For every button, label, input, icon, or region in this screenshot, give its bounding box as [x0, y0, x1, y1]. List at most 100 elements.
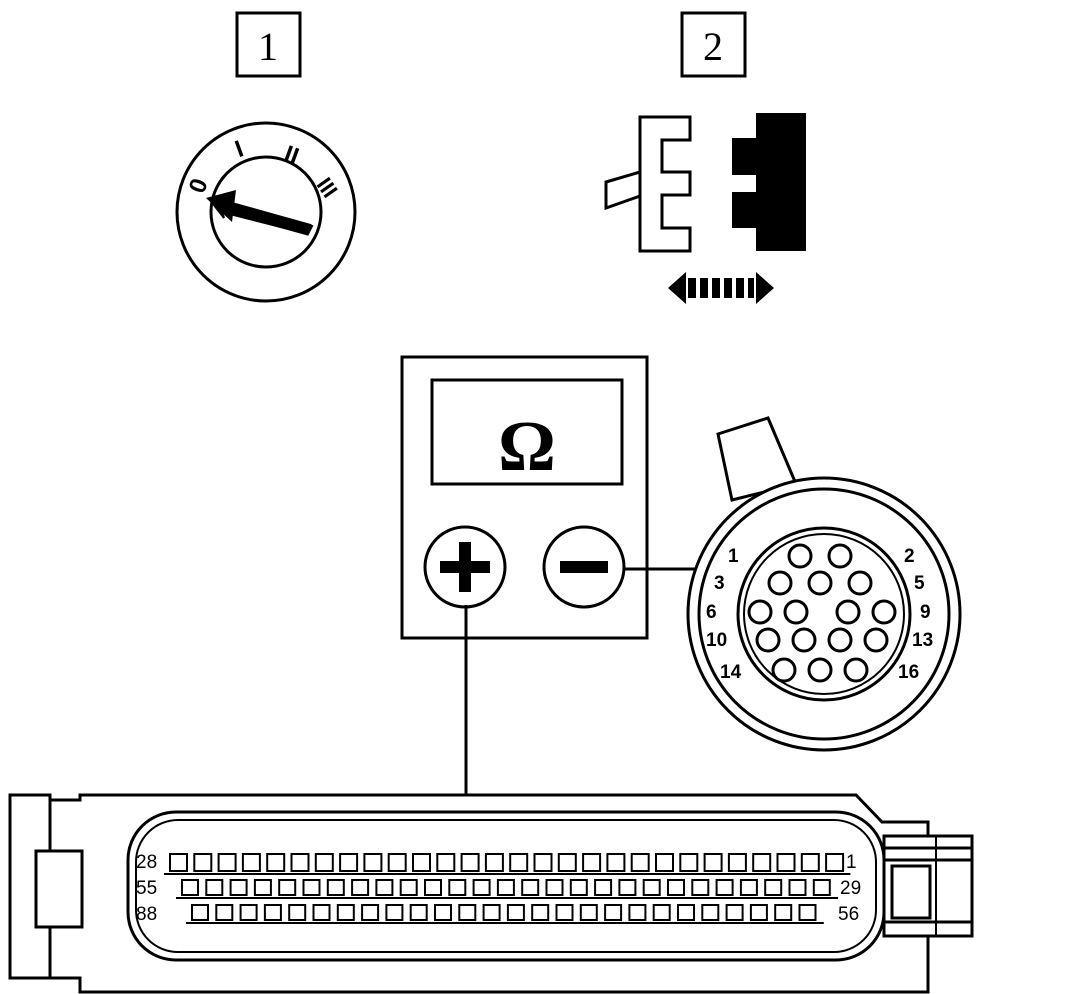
- ecu-pin-cavity: [241, 853, 261, 872]
- ecu-pin-cavity: [205, 879, 224, 896]
- round-pin-label-1: 1: [728, 546, 739, 567]
- round-pin-label-16: 16: [898, 662, 919, 683]
- round-pin-label-5: 5: [914, 573, 925, 594]
- ecu-pin-cavity: [628, 904, 647, 921]
- ecu-label-28: 28: [136, 852, 157, 873]
- ecu-pin-cavity: [436, 853, 456, 872]
- ecu-pin-cavity: [472, 879, 491, 896]
- round-connector-pins: [747, 543, 897, 683]
- ecu-pin-cavity: [191, 904, 209, 921]
- ecu-pin-cavity: [798, 904, 817, 921]
- ecu-pin-cavity: [557, 853, 577, 872]
- round-pin-label-2: 2: [904, 546, 915, 567]
- ecu-pin-cavity: [788, 879, 807, 896]
- ecu-pin-cavity: [288, 904, 307, 921]
- ecu-pin-cavity: [752, 853, 772, 872]
- ecu-pin-cavity: [569, 879, 588, 896]
- ecu-pin-cavity: [545, 879, 564, 896]
- round-pin-label-10: 10: [706, 630, 727, 651]
- round-pin-label-3: 3: [714, 573, 725, 594]
- ecu-pin-cavity: [448, 879, 467, 896]
- ecu-pin-cavity: [361, 904, 380, 921]
- round-connector: 1 3 6 10 14 2 5 9 13 16: [686, 416, 962, 752]
- plus-icon: [440, 542, 490, 592]
- ecu-pin-cavity: [239, 904, 258, 921]
- ecu-pin-cavity: [555, 904, 574, 921]
- ecu-pin-cavity: [579, 904, 598, 921]
- ecu-pin-cavity: [424, 879, 442, 896]
- ecu-pin-cavity: [460, 853, 480, 872]
- step-1-label: 1: [258, 24, 278, 69]
- meter-display: [430, 378, 624, 486]
- ecu-pin-cavity: [521, 879, 540, 896]
- ecu-pin-cavity: [336, 904, 355, 921]
- step-2-box: 2: [680, 11, 747, 78]
- ecu-pin-cavity: [278, 879, 297, 896]
- round-pin-label-9: 9: [920, 602, 931, 623]
- ecu-pin-cavity: [774, 904, 793, 921]
- ecu-pin-cavity: [375, 879, 394, 896]
- ecu-pin-cavity: [506, 904, 525, 921]
- ecu-pin-cavity: [399, 879, 418, 896]
- ecu-pin-cavity: [253, 879, 272, 896]
- ecu-connector: 28 55 88 1 29 56: [8, 793, 974, 994]
- ecu-pin-cavity: [496, 879, 515, 896]
- ohmmeter: Ω: [400, 355, 649, 640]
- ecu-pin-cavity: [776, 853, 796, 872]
- ecu-pin-cavity: [655, 853, 674, 872]
- round-pin-label-14: 14: [720, 662, 742, 683]
- disconnect-connector-icon: [604, 113, 806, 304]
- ecu-label-88: 88: [136, 904, 157, 925]
- step-2-label: 2: [703, 24, 723, 69]
- ecu-pin-cavity: [302, 879, 321, 896]
- ecu-pin-cavity: [385, 904, 404, 921]
- ecu-pin-cavity: [458, 904, 477, 921]
- ecu-pin-cavity: [181, 879, 199, 896]
- ecu-pin-cavity: [739, 879, 758, 896]
- ecu-pin-cavity: [531, 904, 550, 921]
- ecu-pin-cavity: [509, 853, 529, 872]
- ecu-pin-cavity: [263, 904, 282, 921]
- ecu-pin-cavity: [691, 879, 710, 896]
- ecu-pin-cavity: [604, 904, 623, 921]
- ecu-label-29: 29: [840, 878, 861, 899]
- ecu-pin-cavity: [594, 879, 613, 896]
- ecu-pin-cavity: [312, 904, 331, 921]
- ecu-pin-cavity: [266, 853, 286, 872]
- minus-icon: [560, 561, 608, 573]
- ecu-pin-cavity: [169, 853, 188, 872]
- round-pin-label-13: 13: [912, 630, 933, 651]
- ecu-pin-cavity: [217, 853, 237, 872]
- ecu-pin-cavity: [412, 853, 431, 872]
- ecu-pin-cavity: [749, 904, 768, 921]
- ecu-pin-cavity: [351, 879, 370, 896]
- ecu-pin-cavity: [409, 904, 428, 921]
- ecu-pin-cavity: [314, 853, 334, 872]
- ecu-pin-cavity: [618, 879, 637, 896]
- minus-terminal: [542, 525, 626, 609]
- ecu-pin-cavity: [812, 879, 831, 896]
- ohm-symbol: Ω: [498, 406, 556, 486]
- ecu-pin-cavity: [725, 904, 744, 921]
- ecu-pin-cavity: [764, 879, 783, 896]
- ecu-pin-cavity: [229, 879, 248, 896]
- ecu-pin-cavity: [339, 853, 359, 872]
- ecu-pin-cavity: [193, 853, 213, 872]
- ecu-label-56: 56: [838, 904, 859, 925]
- ecu-pin-cavity: [701, 904, 720, 921]
- ecu-label-55: 55: [136, 878, 157, 899]
- ecu-pin-cavity: [652, 904, 671, 921]
- ecu-pin-cavity: [387, 853, 407, 872]
- ecu-pin-cavity: [215, 904, 234, 921]
- ecu-pin-cavity: [703, 853, 723, 872]
- ecu-pin-cavity: [715, 879, 734, 896]
- ignition-switch-icon: 0 I II III: [175, 121, 357, 303]
- ecu-pin-cavity: [326, 879, 345, 896]
- step-1-box: 1: [235, 11, 302, 78]
- ecu-pin-cavity: [290, 853, 310, 872]
- ecu-pin-cavity: [482, 904, 501, 921]
- ecu-pin-cavity: [800, 853, 820, 872]
- ecu-pin-cavity: [642, 879, 661, 896]
- ecu-label-1: 1: [846, 852, 857, 873]
